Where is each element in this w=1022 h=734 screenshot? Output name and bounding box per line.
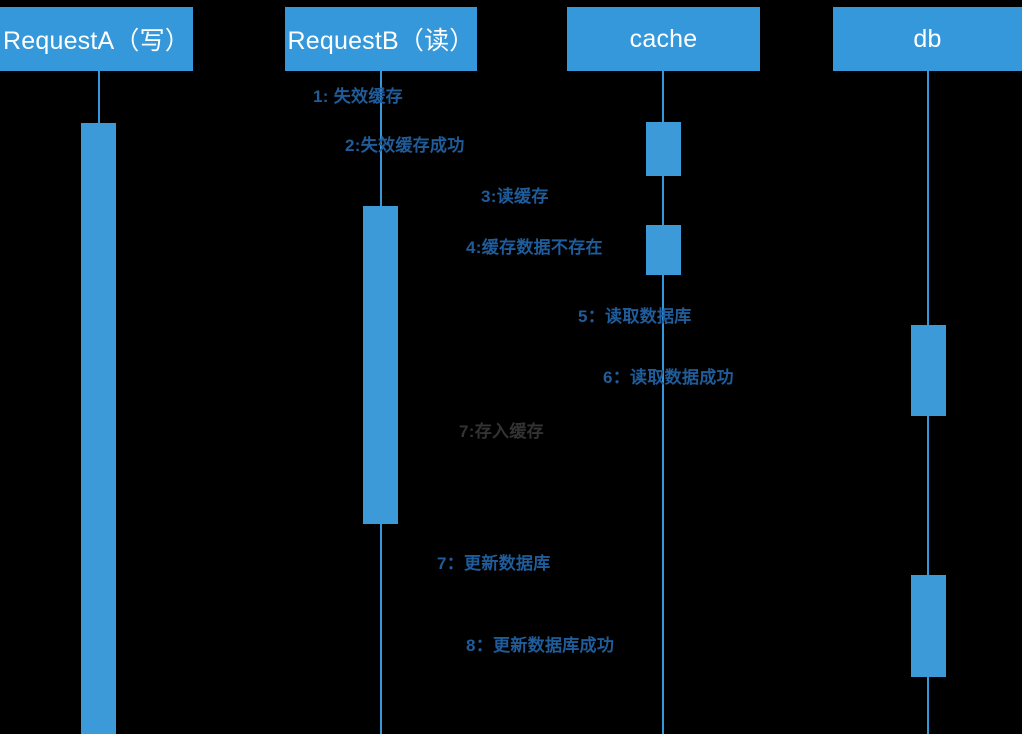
message-label-5: 5：读取数据库 bbox=[578, 307, 692, 326]
lifeline-cache bbox=[662, 71, 664, 734]
participant-label-requestB: RequestB（读） bbox=[287, 27, 475, 55]
activation-bar-requestA bbox=[81, 123, 116, 734]
message-label-1: 1: 失效缓存 bbox=[313, 87, 403, 106]
participant-box-db[interactable]: db bbox=[833, 7, 1022, 71]
participant-box-requestA[interactable]: RequestA（写） bbox=[0, 7, 193, 71]
participant-box-requestB[interactable]: RequestB（读） bbox=[285, 7, 477, 71]
activation-bar-cache bbox=[646, 225, 681, 275]
participant-label-db: db bbox=[913, 24, 942, 53]
activation-bar-db bbox=[911, 575, 946, 677]
message-label-3: 3:读缓存 bbox=[481, 187, 549, 206]
participant-box-cache[interactable]: cache bbox=[567, 7, 760, 71]
participant-label-cache: cache bbox=[629, 24, 698, 53]
message-label-6: 6：读取数据成功 bbox=[603, 368, 734, 387]
message-label-7b: 7：更新数据库 bbox=[437, 554, 551, 573]
activation-bar-db bbox=[911, 325, 946, 416]
participant-label-requestA: RequestA（写） bbox=[3, 27, 190, 55]
activation-bar-requestB bbox=[363, 206, 398, 524]
activation-bar-cache bbox=[646, 122, 681, 176]
message-label-7: 7:存入缓存 bbox=[459, 422, 544, 441]
message-label-2: 2:失效缓存成功 bbox=[345, 136, 465, 155]
message-label-4: 4:缓存数据不存在 bbox=[466, 238, 603, 257]
message-label-8: 8：更新数据库成功 bbox=[466, 636, 615, 655]
